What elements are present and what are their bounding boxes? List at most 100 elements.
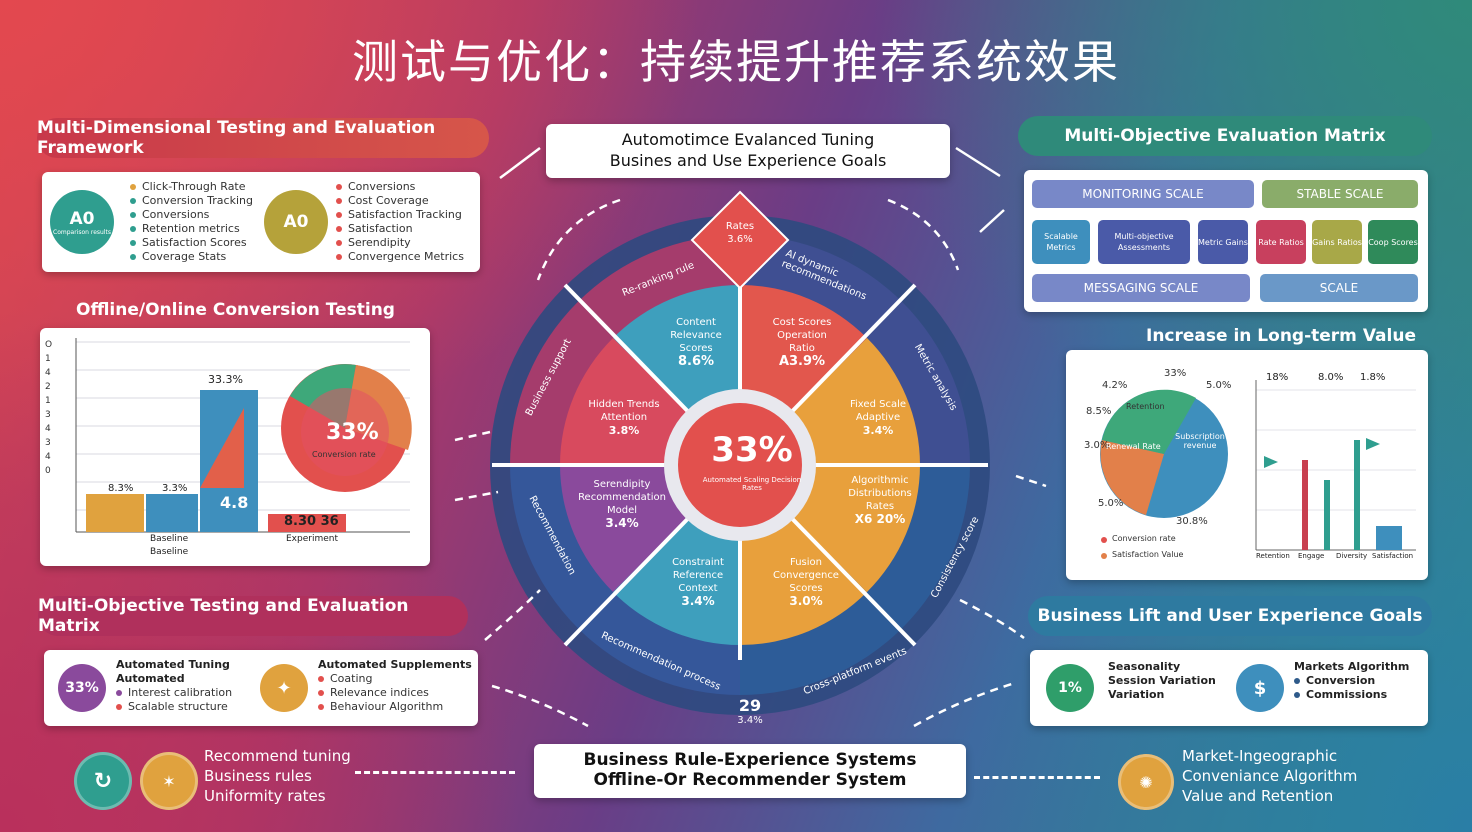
lt-bar-top-3: 1.8%: [1360, 372, 1386, 383]
long-term-card: 4.2% 33% 5.0% 8.5% 3.0% 5.0% 30.8% Reten…: [1066, 350, 1428, 580]
offline-pie-value: 33%: [326, 420, 379, 445]
lt-label-5: 3.0%: [1084, 440, 1110, 451]
offline-online-chart: [75, 338, 412, 533]
tile-1: Scalable Metrics: [1032, 220, 1090, 264]
monitoring-bar: MONITORING SCALE: [1032, 180, 1254, 208]
left-matrix-card: 33% Automated Tuning Automated Interest …: [44, 650, 478, 726]
lt-bar-2: [1324, 480, 1330, 550]
goals-circle-1: 1%: [1046, 664, 1094, 712]
offline-caption-1: Baseline: [150, 534, 189, 544]
goals-list-1: Seasonality Session Variation Variation: [1108, 660, 1216, 701]
left-matrix-circle-1: 33%: [58, 664, 106, 712]
right-matrix-card: MONITORING SCALE STABLE SCALE Scalable M…: [1024, 170, 1428, 312]
lt-bar-top-1: 18%: [1266, 372, 1289, 383]
bottom-right-circle: ✺: [1118, 754, 1174, 810]
bottom-right-dash: [974, 776, 1100, 779]
bar-baseline-2: [146, 494, 198, 532]
center-top-box: Automotimce Evalanced Tuning Busines and…: [546, 124, 950, 178]
offline-pie-sub: Conversion rate: [312, 450, 376, 459]
stable-bar: STABLE SCALE: [1262, 180, 1418, 208]
framework-circle-2: A0: [264, 190, 328, 254]
lt-pie-text-3: Subscription revenue: [1175, 432, 1225, 450]
bulb-icon: ✺: [1139, 772, 1153, 792]
center-wheel: [490, 190, 990, 715]
lt-label-7: 30.8%: [1176, 516, 1208, 527]
center-bottom-box: Business Rule-Experience Systems Offline…: [534, 744, 966, 798]
bottom-left-dash: [355, 771, 515, 774]
offline-bar-label-1: 8.3%: [108, 483, 134, 494]
handshake-icon: ✦: [276, 677, 292, 699]
left-matrix-list-1: Automated Tuning Automated Interest cali…: [116, 658, 233, 713]
lt-bar-cap-1: Retention: [1256, 552, 1290, 560]
lt-label-4: 8.5%: [1086, 406, 1112, 417]
lt-bar-3: [1354, 440, 1360, 550]
bar-baseline-1: [86, 494, 144, 532]
messaging-bar: MESSAGING SCALE: [1032, 274, 1250, 302]
offline-top-label: 33.3%: [208, 373, 243, 386]
refresh-icon: ↻: [93, 768, 113, 794]
offline-bar-label-2: 3.3%: [162, 483, 188, 494]
offline-bar-label-3: 4.8: [220, 493, 249, 512]
left-matrix-circle-2: ✦: [260, 664, 308, 712]
offline-bar-label-4: 8.30 36: [284, 514, 339, 529]
long-term-chart: [1100, 380, 1416, 559]
bottom-left-circle-1: ↻: [74, 752, 132, 810]
bar-experiment-2: [268, 514, 346, 532]
tile-3: Metric Gains: [1198, 220, 1248, 264]
sparkle-icon: ✶: [162, 771, 176, 791]
offline-caption-1b: Baseline: [150, 547, 189, 557]
tile-4: Rate Ratios: [1256, 220, 1306, 264]
bottom-left-circle-2: ✶: [140, 752, 198, 810]
hub-sub: Automated Scaling Decision Rates: [702, 476, 802, 492]
left-matrix-header: Multi-Objective Testing and Evaluation M…: [38, 596, 468, 636]
lt-pie-slice-green: [1102, 389, 1196, 454]
bar-experiment-overlay: [200, 408, 244, 488]
bottom-value: 29 3.4%: [737, 696, 763, 726]
offline-caption-2: Experiment: [286, 534, 339, 544]
goals-list-2: Markets Algorithm Conversion Commissions: [1294, 660, 1410, 701]
lt-legend-2: Satisfaction Value: [1112, 550, 1184, 559]
lt-bar-cap-3: Diversity: [1336, 552, 1368, 560]
goals-circle-2: $: [1236, 664, 1284, 712]
top-diamond: [690, 190, 790, 290]
lt-bar-cap-2: Engage: [1298, 552, 1325, 560]
lt-label-2: 33%: [1164, 368, 1187, 379]
lt-legend-1: Conversion rate: [1112, 534, 1176, 543]
tile-2: Multi-objective Assessments: [1098, 220, 1190, 264]
tile-5: Gains Ratios: [1312, 220, 1362, 264]
lt-label-1: 4.2%: [1102, 380, 1128, 391]
tile-6: Coop Scores: [1368, 220, 1418, 264]
scale-bar: SCALE: [1260, 274, 1418, 302]
offline-online-header: Offline/Online Conversion Testing: [76, 300, 395, 320]
framework-header: Multi-Dimensional Testing and Evaluation…: [37, 118, 489, 158]
lt-pie-slice-orange: [1100, 440, 1164, 515]
goals-header: Business Lift and User Experience Goals: [1028, 596, 1432, 636]
framework-circle-1: A0 Comparison results: [50, 190, 114, 254]
page-title: 测试与优化：持续提升推荐系统效果: [352, 35, 1120, 89]
right-matrix-header: Multi-Objective Evaluation Matrix: [1018, 116, 1432, 156]
lt-bar-top-2: 8.0%: [1318, 372, 1344, 383]
framework-list-2: Conversions Cost Coverage Satisfaction T…: [336, 180, 464, 264]
framework-card: A0 Comparison results Click-Through Rate…: [42, 172, 480, 272]
bottom-right-text: Market-Ingeographic Conveniance Algorith…: [1182, 747, 1358, 805]
hub-value: 33%: [711, 430, 793, 470]
lt-bar-4: [1376, 526, 1402, 550]
goals-card: 1% Seasonality Session Variation Variati…: [1030, 650, 1428, 726]
framework-list-1: Click-Through Rate Conversion Tracking C…: [130, 180, 253, 264]
lt-pie-text-1: Retention: [1126, 402, 1165, 411]
lt-bar-1: [1302, 460, 1308, 550]
lt-pie-text-2: Renewal Rate: [1106, 442, 1161, 451]
lt-bar-cap-4: Satisfaction: [1372, 552, 1414, 560]
